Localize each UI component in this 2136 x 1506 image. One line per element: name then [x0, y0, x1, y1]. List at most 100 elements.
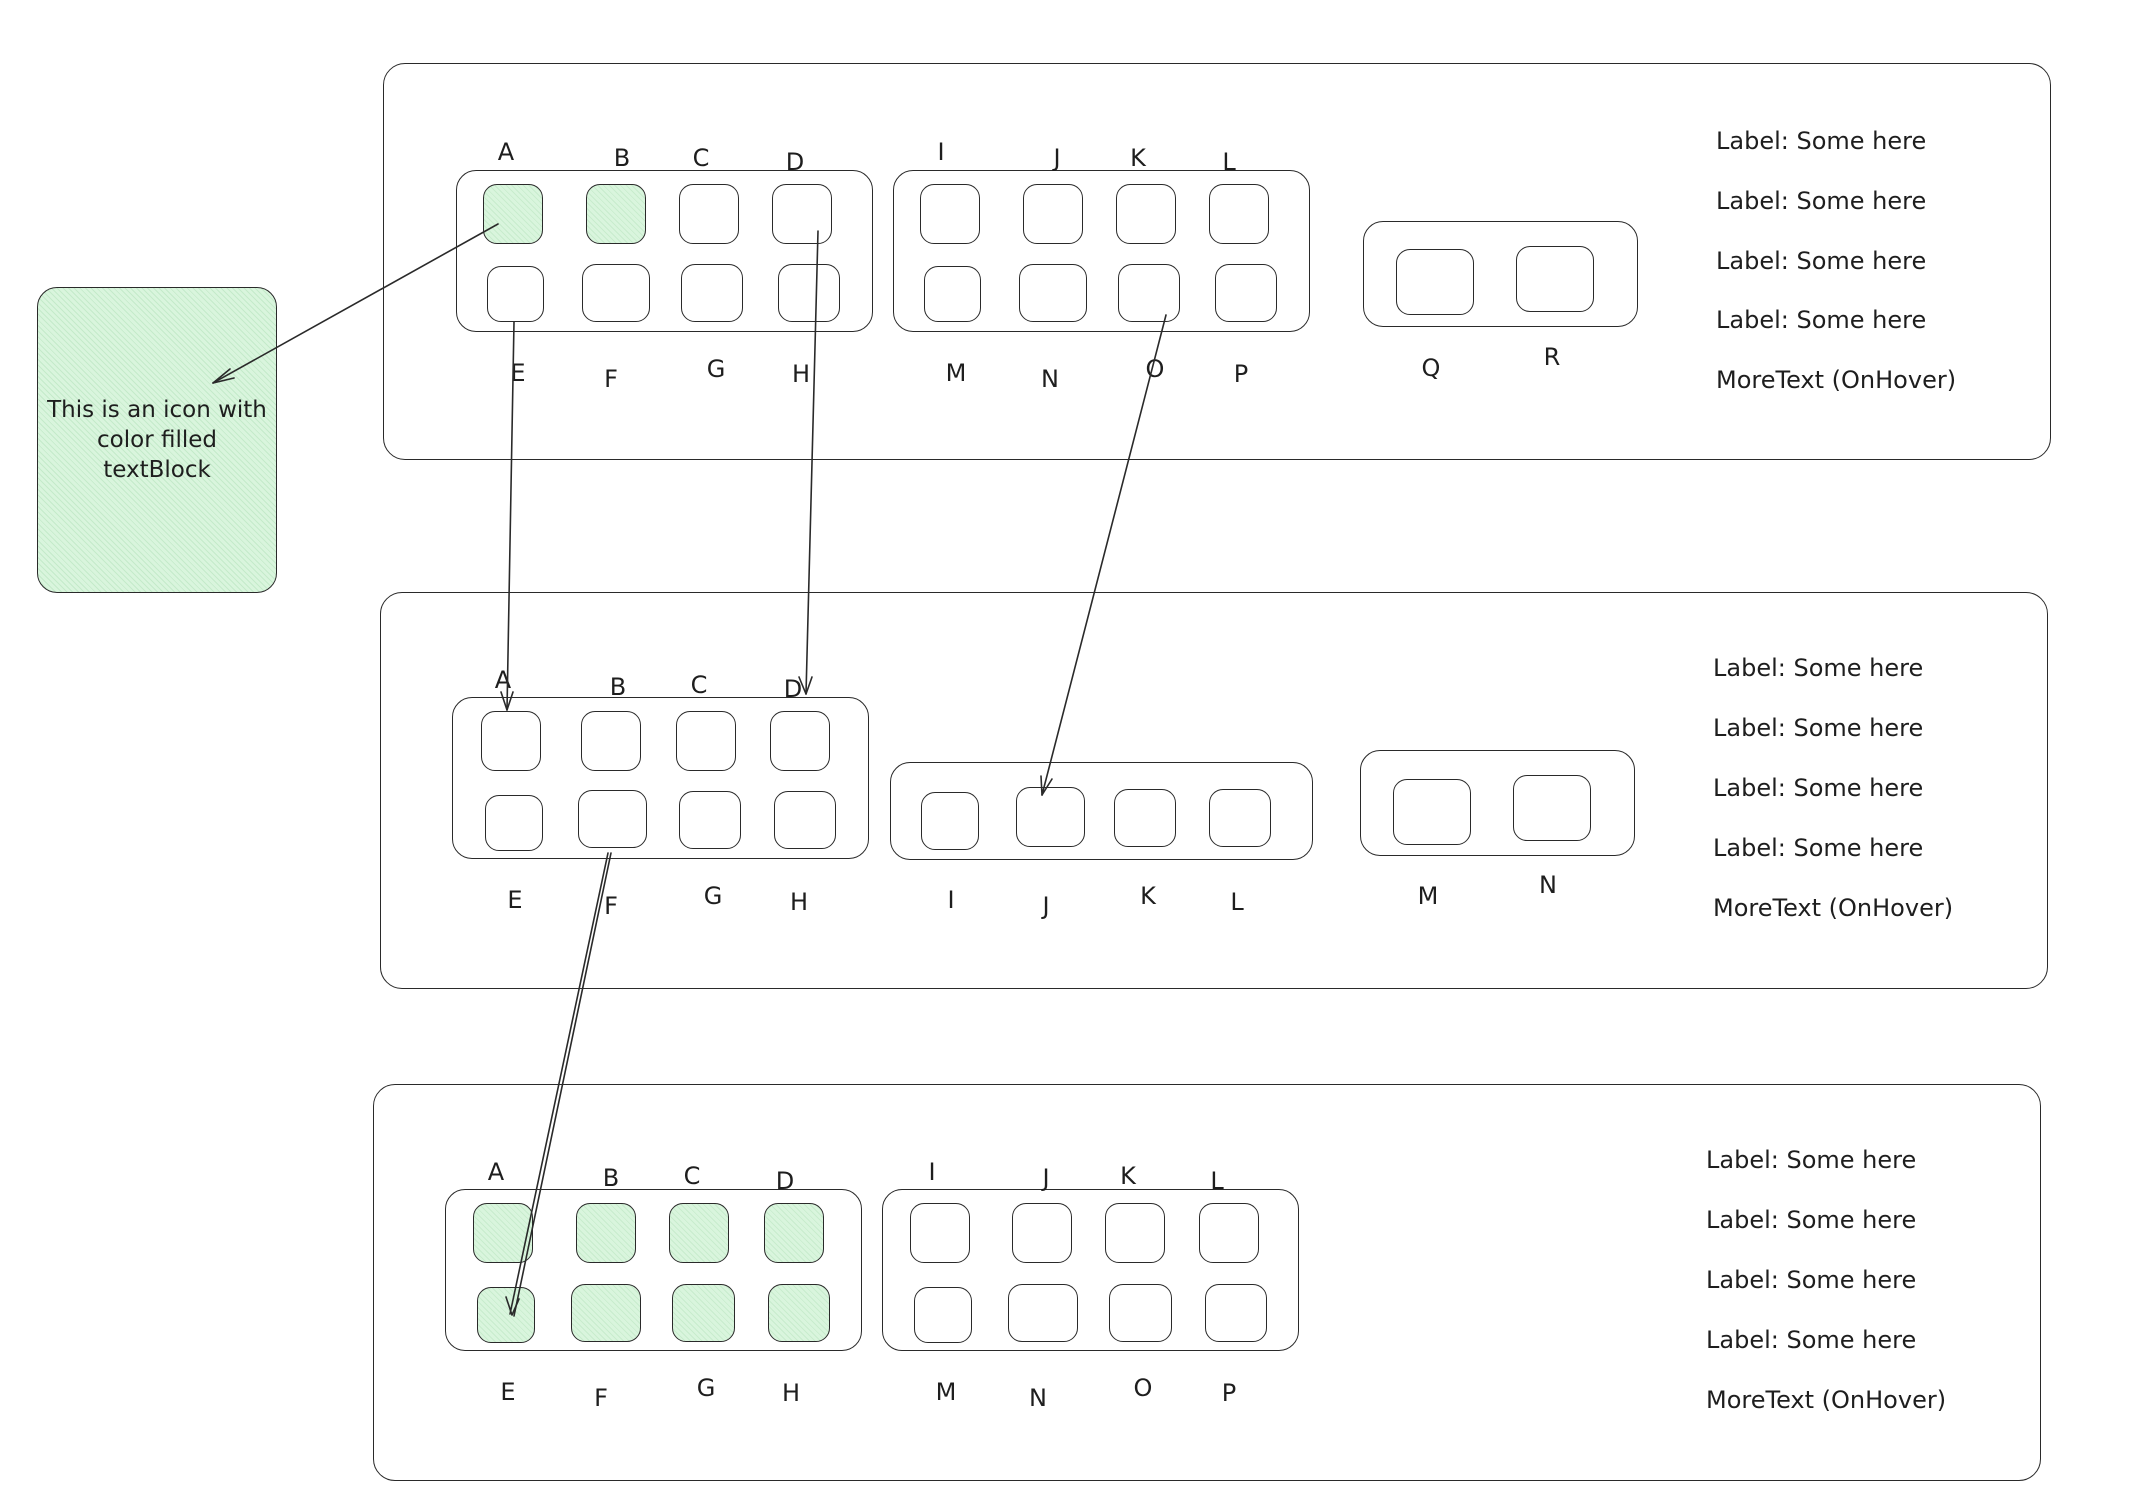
p2-cell-d[interactable]: [770, 711, 830, 771]
p1-cell-h[interactable]: [778, 264, 840, 322]
p1-cell-c[interactable]: [679, 184, 739, 244]
p2-cell-l[interactable]: [1209, 789, 1271, 847]
p2-cell-c[interactable]: [676, 711, 736, 771]
p2-label-g: G: [703, 882, 723, 910]
p1-cell-q[interactable]: [1396, 249, 1474, 315]
p1-cell-p[interactable]: [1215, 264, 1277, 322]
p1-cell-k[interactable]: [1116, 184, 1176, 244]
p3-info-more-text[interactable]: MoreText (OnHover): [1706, 1386, 1947, 1414]
p1-label-h: H: [791, 360, 811, 388]
p1-label-d: D: [785, 148, 805, 176]
p3-cell-o[interactable]: [1109, 1284, 1172, 1342]
p3-cell-l[interactable]: [1199, 1203, 1259, 1263]
p3-cell-f[interactable]: [571, 1284, 641, 1342]
p1-label-n: N: [1041, 365, 1059, 393]
p1-cell-m[interactable]: [924, 266, 981, 322]
p1-cell-e[interactable]: [487, 266, 544, 322]
p2-info-more-text[interactable]: MoreText (OnHover): [1713, 894, 1954, 922]
p2-cell-j[interactable]: [1016, 787, 1085, 847]
p1-cell-i[interactable]: [920, 184, 980, 244]
p3-cell-g[interactable]: [672, 1284, 735, 1342]
p1-label-g: G: [706, 355, 726, 383]
p1-label-o: O: [1145, 355, 1165, 383]
p3-cell-e[interactable]: [477, 1287, 535, 1343]
p3-label-l: L: [1210, 1167, 1224, 1195]
p1-label-i: I: [937, 138, 945, 166]
p2-label-c: C: [690, 671, 708, 699]
p1-cell-f[interactable]: [582, 264, 650, 322]
p3-label-d: D: [775, 1167, 795, 1195]
p3-label-f: F: [594, 1384, 608, 1412]
p2-info-label-4: Label: Some here: [1713, 834, 1924, 862]
p3-label-c: C: [683, 1162, 701, 1190]
p1-label-k: K: [1130, 144, 1146, 172]
p1-cell-o[interactable]: [1118, 264, 1180, 322]
p2-label-j: J: [1042, 892, 1050, 920]
p1-cell-l[interactable]: [1209, 184, 1269, 244]
panel-3: [373, 1084, 2041, 1481]
p3-cell-j[interactable]: [1012, 1203, 1072, 1263]
p2-cell-e[interactable]: [485, 795, 543, 851]
p3-cell-i[interactable]: [910, 1203, 970, 1263]
p1-info-label-3: Label: Some here: [1716, 247, 1927, 275]
p1-cell-g[interactable]: [681, 264, 743, 322]
p1-label-q: Q: [1421, 354, 1441, 382]
p1-label-r: R: [1543, 343, 1561, 371]
p2-cell-k[interactable]: [1114, 789, 1176, 847]
p3-cell-m[interactable]: [914, 1287, 972, 1343]
p2-cell-m[interactable]: [1393, 779, 1471, 845]
p1-cell-a[interactable]: [483, 184, 543, 244]
p2-cell-a[interactable]: [481, 711, 541, 771]
p3-info-label-2: Label: Some here: [1706, 1206, 1917, 1234]
p1-cell-d[interactable]: [772, 184, 832, 244]
p1-label-b: B: [613, 144, 631, 172]
p3-cell-a[interactable]: [473, 1203, 533, 1263]
p3-cell-b[interactable]: [576, 1203, 636, 1263]
p1-label-l: L: [1222, 148, 1236, 176]
p3-group-a-h: [445, 1189, 862, 1351]
p1-label-a: A: [497, 138, 515, 166]
p3-cell-n[interactable]: [1008, 1284, 1078, 1342]
p3-cell-k[interactable]: [1105, 1203, 1165, 1263]
p3-label-o: O: [1133, 1374, 1153, 1402]
p3-label-h: H: [781, 1379, 801, 1407]
p1-label-f: F: [604, 365, 618, 393]
p3-cell-d[interactable]: [764, 1203, 824, 1263]
p3-info-label-1: Label: Some here: [1706, 1146, 1917, 1174]
p3-cell-p[interactable]: [1205, 1284, 1267, 1342]
p3-label-i: I: [928, 1158, 936, 1186]
p2-cell-h[interactable]: [774, 791, 836, 849]
p3-info-label-3: Label: Some here: [1706, 1266, 1917, 1294]
p1-cell-b[interactable]: [586, 184, 646, 244]
p2-label-h: H: [789, 888, 809, 916]
p2-cell-f[interactable]: [578, 790, 647, 848]
p2-group-a-h: [452, 697, 869, 859]
p3-label-e: E: [500, 1378, 516, 1406]
p1-cell-j[interactable]: [1023, 184, 1083, 244]
p1-info-label-1: Label: Some here: [1716, 127, 1927, 155]
p1-info-more-text[interactable]: MoreText (OnHover): [1716, 366, 1957, 394]
p2-cell-b[interactable]: [581, 711, 641, 771]
p2-label-l: L: [1230, 888, 1244, 916]
p1-label-m: M: [945, 359, 967, 387]
p2-label-k: K: [1140, 882, 1156, 910]
p3-info-label-4: Label: Some here: [1706, 1326, 1917, 1354]
p1-cell-r[interactable]: [1516, 246, 1594, 312]
p1-info-label-2: Label: Some here: [1716, 187, 1927, 215]
p3-cell-h[interactable]: [768, 1284, 830, 1342]
p2-label-m: M: [1417, 882, 1439, 910]
p2-cell-i[interactable]: [921, 792, 979, 850]
p1-label-e: E: [510, 359, 526, 387]
p1-label-j: J: [1053, 144, 1061, 172]
p3-label-a: A: [487, 1158, 505, 1186]
p3-cell-c[interactable]: [669, 1203, 729, 1263]
icon-note-text: This is an icon with color filled textBl…: [47, 397, 267, 483]
p1-label-c: C: [692, 144, 710, 172]
p2-cell-n[interactable]: [1513, 775, 1591, 841]
icon-note-block: This is an icon with color filled textBl…: [37, 287, 277, 593]
p3-label-b: B: [602, 1164, 620, 1192]
p2-cell-g[interactable]: [679, 791, 741, 849]
p2-label-n: N: [1539, 871, 1557, 899]
p3-group-i-p: [882, 1189, 1299, 1351]
p1-cell-n[interactable]: [1019, 264, 1087, 322]
